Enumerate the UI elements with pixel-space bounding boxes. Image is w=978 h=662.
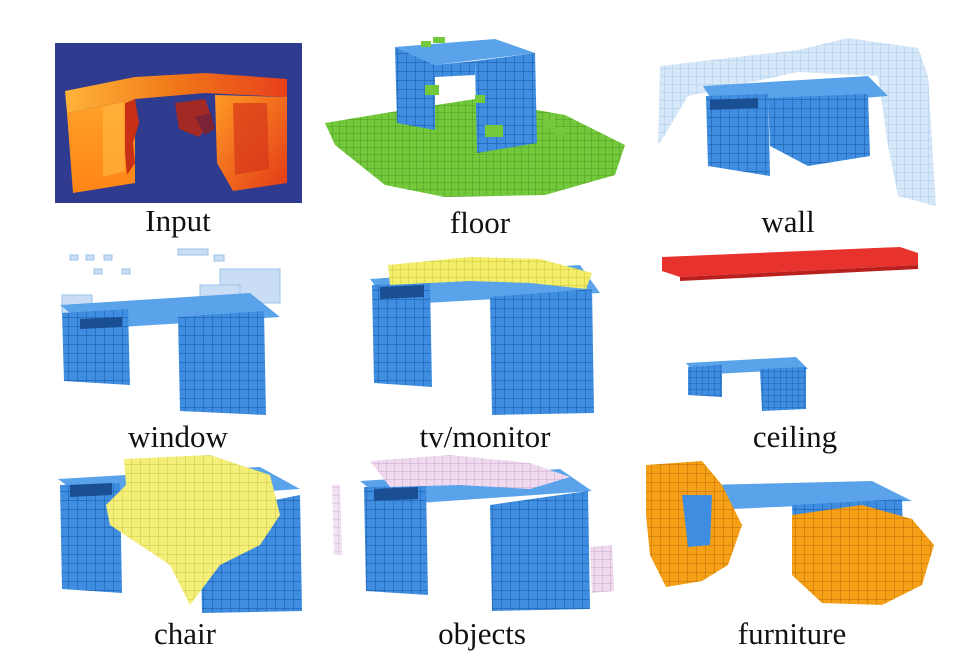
ceiling-voxel-panel: ceiling — [660, 245, 925, 453]
wall-voxel-panel: wall — [648, 36, 948, 241]
tvmonitor-voxel-render — [370, 257, 600, 415]
objects-voxel-render — [332, 455, 614, 611]
panel-label-input: Input — [145, 203, 211, 238]
chair-voxel-panel: chair — [50, 455, 320, 655]
panel-label-furniture: furniture — [737, 616, 847, 651]
panel-label-chair: chair — [154, 616, 216, 651]
furniture-voxel-panel: furniture — [642, 455, 942, 655]
tvmonitor-voxel-panel: tv/monitor — [360, 245, 620, 453]
window-voxel-panel: window — [50, 245, 310, 453]
furniture-voxel-render — [646, 461, 934, 605]
floor-voxel-render — [325, 37, 625, 197]
window-voxel-render — [60, 248, 281, 415]
objects-voxel-panel: objects — [330, 455, 620, 655]
panel-label-floor: floor — [449, 205, 511, 240]
floor-voxel-panel: floor — [325, 35, 635, 240]
ceiling-voxel-render — [662, 247, 918, 411]
chair-voxel-render — [58, 455, 302, 613]
wall-voxel-render — [658, 38, 936, 206]
panel-label-wall: wall — [761, 204, 815, 239]
panel-label-ceiling: ceiling — [752, 419, 838, 454]
input-depth-panel: Input — [55, 43, 302, 236]
panel-label-objects: objects — [438, 616, 526, 651]
input-depth-image — [55, 43, 302, 203]
panel-label-tvmonitor: tv/monitor — [419, 419, 551, 454]
panel-label-window: window — [128, 419, 228, 454]
